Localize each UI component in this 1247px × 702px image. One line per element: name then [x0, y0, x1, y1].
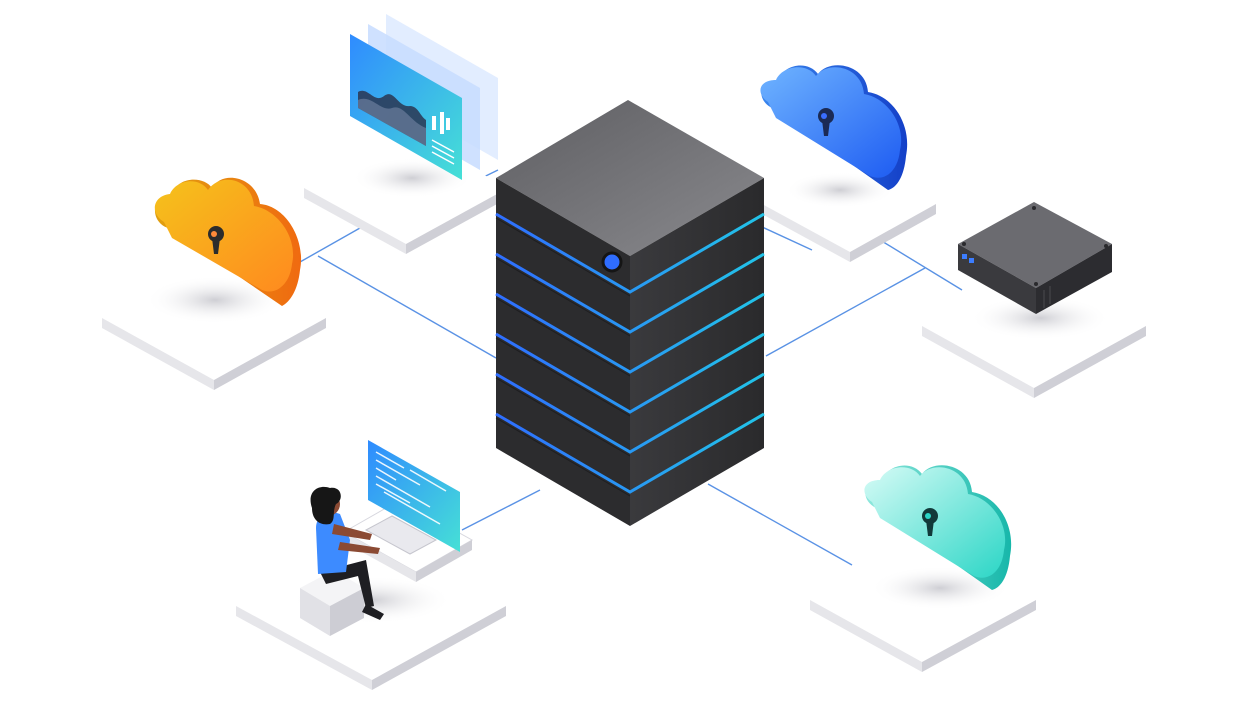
- code-lines-icon: [375, 451, 447, 525]
- locked-cloud-teal: [864, 465, 1012, 590]
- power-button: [601, 251, 623, 273]
- keyhole-icon: [208, 226, 224, 254]
- link-orange-cloud-2: [299, 227, 361, 263]
- keyhole-icon: [818, 108, 834, 136]
- link-person-terminal: [461, 489, 541, 531]
- stool: [300, 570, 364, 606]
- link-rack-server-2: [879, 239, 963, 291]
- analytics-dashboard-panels: [350, 14, 498, 180]
- text-lines-icon: [431, 139, 455, 165]
- bar-chart-icon: [432, 112, 450, 134]
- server-right-face: [630, 178, 764, 526]
- locked-cloud-blue: [760, 65, 908, 190]
- platform-rack-server: [922, 264, 1146, 398]
- server-stripes: [495, 212, 765, 494]
- link-rack-server: [765, 267, 926, 357]
- platform-blue-cloud: [762, 156, 936, 262]
- server-tower: [495, 100, 765, 526]
- person-at-code-terminal: [300, 440, 474, 636]
- link-orange-cloud: [317, 255, 497, 359]
- status-lights: [962, 254, 974, 263]
- link-teal-cloud: [707, 483, 853, 566]
- link-blue-cloud: [759, 225, 813, 251]
- server-left-face: [496, 178, 630, 526]
- keyhole-icon: [922, 508, 938, 536]
- keyboard: [364, 515, 438, 555]
- rack-server-unit: [958, 202, 1112, 314]
- locked-cloud-orange: [154, 177, 302, 306]
